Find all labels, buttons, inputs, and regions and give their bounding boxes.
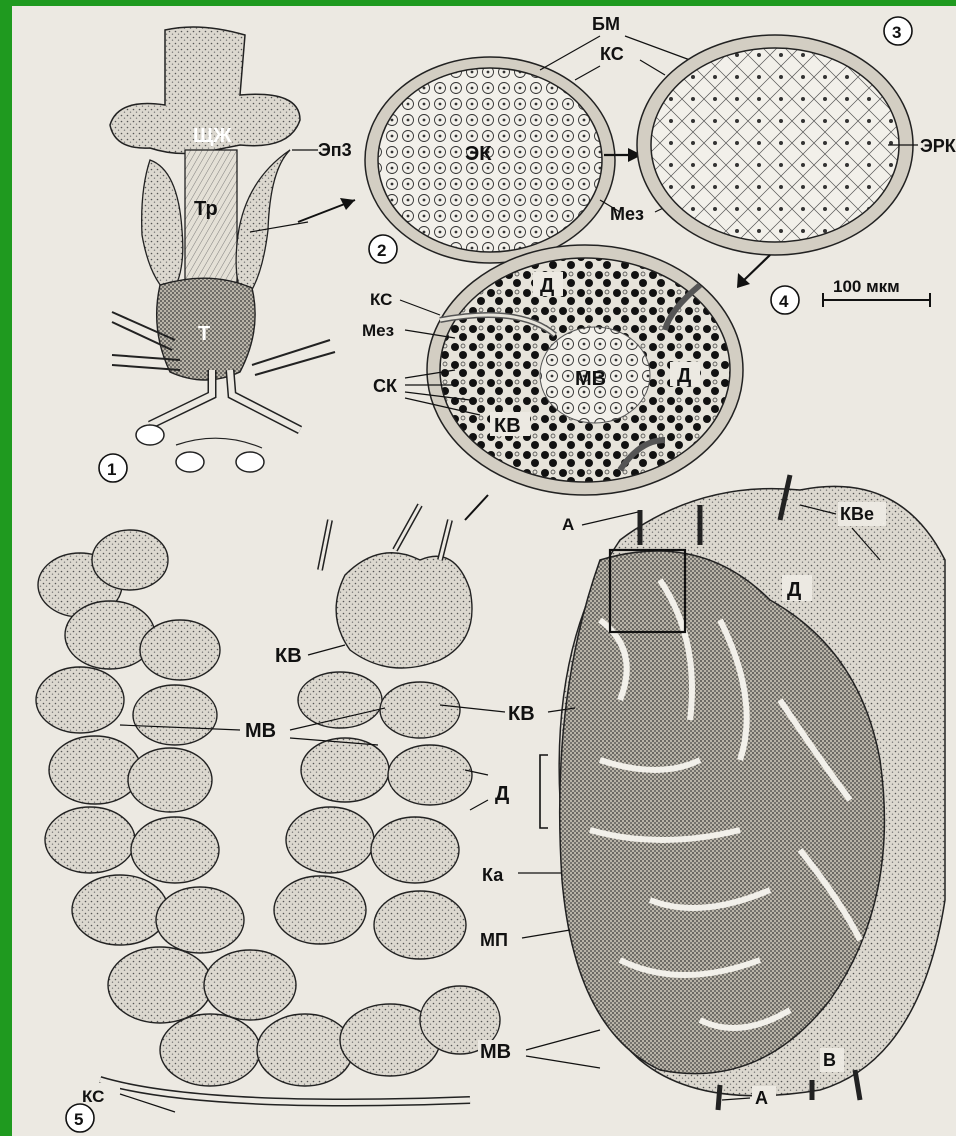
label-vessel-4: КС	[370, 290, 392, 309]
figure-drawing: ЩЖ Тр Эп3 Т 1 ЭК БМ КС Мез 2 ЭРК 3 КС Ме…	[12, 6, 956, 1136]
arrow	[465, 495, 488, 520]
panel-number-2: 2	[377, 241, 386, 260]
label-capsule: Ка	[482, 865, 504, 885]
label-small-cells: СК	[373, 376, 398, 396]
label-artery-bottom: А	[755, 1088, 768, 1108]
label-lobule-right: Д	[787, 579, 801, 601]
panel3-drawing	[637, 35, 913, 255]
label-cortex-4: КВ	[494, 415, 521, 437]
scale-bar-label: 100 мкм	[833, 277, 900, 296]
label-thymus: Т	[198, 323, 210, 345]
label-mesenchyme-4: Мез	[362, 321, 394, 340]
label-basement-membrane: БМ	[592, 14, 620, 34]
label-lobule-5: Д	[495, 783, 509, 805]
panel1-organ-drawing	[110, 27, 335, 472]
leader-line	[582, 512, 638, 525]
label-vessel-2: КС	[600, 44, 624, 64]
panel-number-5: 5	[74, 1110, 83, 1129]
figure-paper: ЩЖ Тр Эп3 Т 1 ЭК БМ КС Мез 2 ЭРК 3 КС Ме…	[12, 6, 956, 1136]
label-medulla-5: МВ	[245, 720, 276, 742]
label-cortex-5a: КВ	[275, 645, 302, 667]
arrow	[742, 255, 770, 282]
leader-line	[522, 930, 570, 938]
panel-number-1: 1	[107, 460, 116, 479]
label-septum: МП	[480, 930, 508, 950]
label-medulla-4: МВ	[575, 368, 606, 390]
label-thyroid: ЩЖ	[193, 125, 232, 147]
label-trachea: Тр	[194, 198, 218, 220]
label-epithelium: Эп3	[318, 140, 352, 160]
leader-line	[722, 1098, 750, 1100]
panel5-center-lobes	[274, 505, 472, 959]
leader-line	[308, 645, 345, 655]
label-cortex-5b: КВ	[508, 703, 535, 725]
label-lobule-4b: Д	[677, 365, 691, 387]
label-mesenchyme-2: Мез	[610, 204, 644, 224]
label-epithelial-cells: ЭК	[465, 143, 492, 165]
panel5-right-organ	[559, 475, 945, 1110]
label-vein: В	[823, 1050, 836, 1070]
label-vessel-5: КС	[82, 1087, 104, 1106]
label-lobule-4a: Д	[540, 275, 554, 297]
panel-number-3: 3	[892, 23, 901, 42]
label-venules: КВе	[840, 504, 874, 524]
label-medulla-5b: МВ	[480, 1041, 511, 1063]
label-reticulum: ЭРК	[920, 136, 956, 156]
panel-number-4: 4	[779, 292, 789, 311]
label-artery-top: А	[562, 515, 574, 534]
leader-line	[526, 1030, 600, 1068]
bracket	[540, 755, 548, 828]
leader-line	[400, 300, 440, 315]
